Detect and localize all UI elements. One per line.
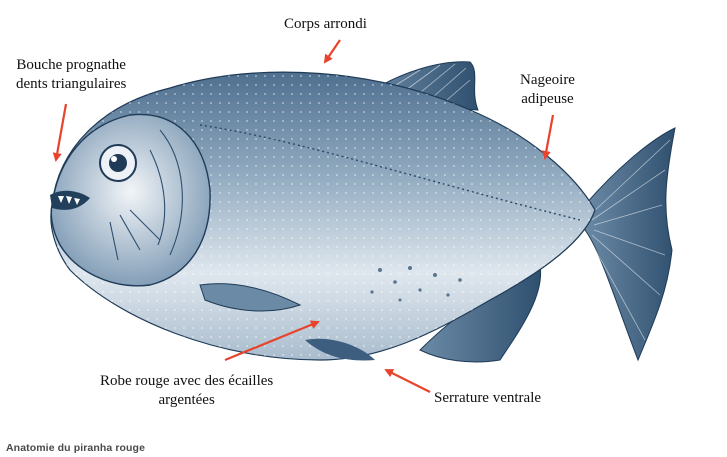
label-robe-line1: Robe rouge avec des écailles <box>100 372 273 391</box>
arrow-bouche <box>56 104 66 160</box>
arrow-nageoire <box>545 115 553 158</box>
label-serrature-text: Serrature ventrale <box>434 389 541 408</box>
figure-caption: Anatomie du piranha rouge <box>6 442 145 454</box>
label-robe-line2: argentées <box>100 391 273 410</box>
arrow-corps <box>325 40 340 62</box>
pupil <box>109 154 127 172</box>
label-bouche-prognathe: Bouche prognathe dents triangulaires <box>14 56 128 94</box>
label-nageoire-line2: adipeuse <box>520 90 575 109</box>
tail-fin <box>585 128 675 360</box>
label-nageoire-adipeuse: Nageoire adipeuse <box>518 71 577 109</box>
label-serrature-ventrale: Serrature ventrale <box>432 389 543 408</box>
label-bouche-line2: dents triangulaires <box>16 75 126 94</box>
arrow-serrature <box>386 370 430 392</box>
label-robe: Robe rouge avec des écailles argentées <box>98 372 275 410</box>
label-corps-text: Corps arrondi <box>284 15 367 34</box>
label-nageoire-line1: Nageoire <box>520 71 575 90</box>
label-corps-arrondi: Corps arrondi <box>282 15 369 34</box>
label-bouche-line1: Bouche prognathe <box>16 56 126 75</box>
